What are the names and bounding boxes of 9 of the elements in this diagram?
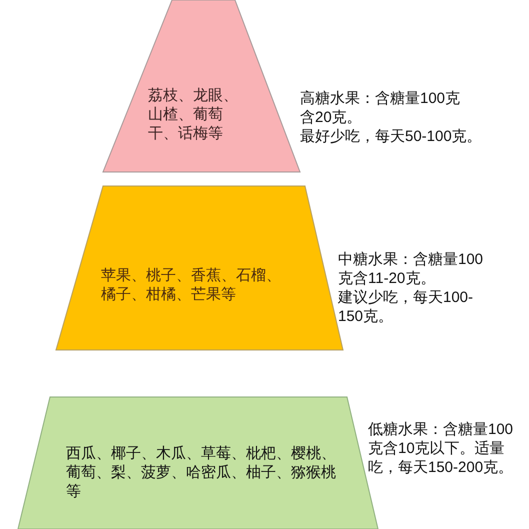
description-text: 低糖水果：含糖量100克含10克以下。适量吃，每天150-200克。: [368, 420, 514, 477]
description-text: 建议少吃，每天100-150克。: [338, 288, 474, 326]
fruit-list: 西瓜、椰子、木瓜、草莓、枇杷、樱桃、葡萄、梨、菠萝、哈密瓜、柚子、猕猴桃等: [66, 444, 340, 501]
fruit-list: 苹果、桃子、香蕉、石榴、橘子、柑橘、芒果等: [101, 266, 287, 304]
triangle-tier: [103, 0, 300, 172]
description-text: 中糖水果：含糖量100克含11-20克。: [338, 250, 484, 288]
fruit-list: 荔枝、龙眼、山楂、葡萄干、话梅等: [148, 86, 244, 143]
description-text: 高糖水果：含糖量100克含20克。: [300, 89, 462, 127]
description-text: 最好少吃，每天50-100克。: [300, 127, 483, 146]
